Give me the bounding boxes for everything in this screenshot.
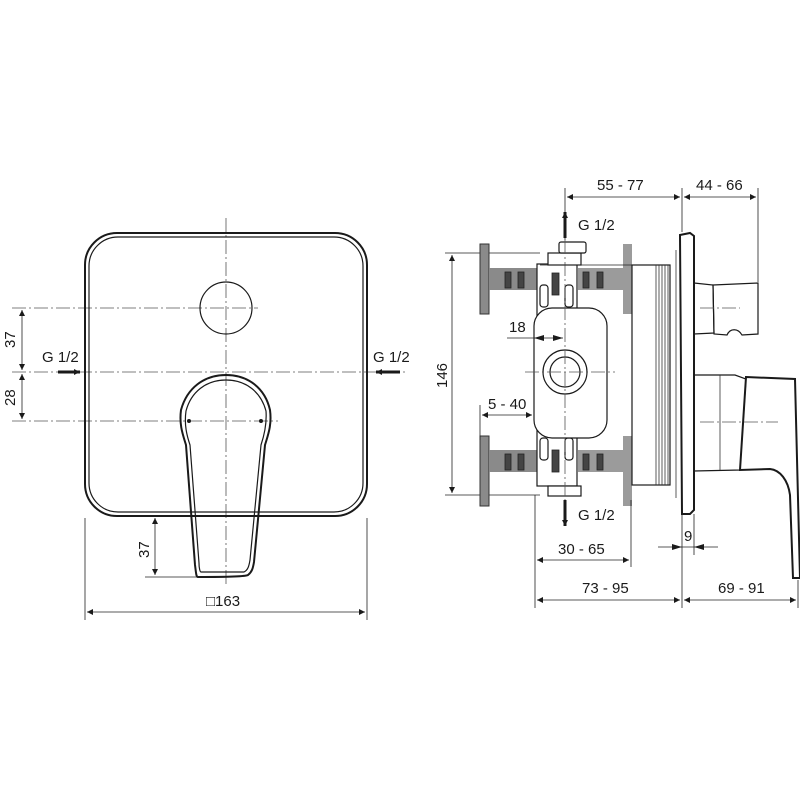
slot-window-top-mid <box>551 272 560 296</box>
slot-window-bottom-left <box>539 437 549 461</box>
dim-label-5-40: 5 - 40 <box>488 396 526 413</box>
front-view: 37 28 G 1/2 G 1/2 37 □163 <box>2 218 410 620</box>
slot-6 <box>596 271 604 289</box>
dim-9-arrows <box>672 544 704 550</box>
stop-valve-stem-bottom-left <box>489 450 537 472</box>
inlet-left-label: G 1/2 <box>42 349 79 366</box>
dim-label-30-65: 30 - 65 <box>558 541 605 558</box>
cover-plate-inner-edge <box>88 236 364 513</box>
stop-valve-flange-top-right <box>623 244 632 314</box>
dim-label-9: 9 <box>684 528 692 545</box>
slot-1 <box>504 271 512 289</box>
dim-label-55-77: 55 - 77 <box>597 177 644 194</box>
slot-4 <box>517 453 525 471</box>
slot-2 <box>517 271 525 289</box>
side-view: 55 - 77 44 - 66 G 1/2 G 1/2 146 <box>434 177 800 608</box>
top-cap <box>558 241 587 254</box>
lever-handle-inner <box>184 379 267 573</box>
dim-label-146: 146 <box>434 363 451 388</box>
slot-7 <box>582 453 590 471</box>
dim-label-28: 28 <box>2 389 19 406</box>
dim-label-44-66: 44 - 66 <box>696 177 743 194</box>
diverter-knob <box>199 281 253 335</box>
dim-18-arrows <box>534 335 563 341</box>
threaded-sleeve <box>631 264 671 486</box>
cover-plate-side <box>678 231 695 515</box>
dim-label-37-upper: 37 <box>2 331 19 348</box>
slot-window-top-left <box>539 284 549 308</box>
diverter-spout <box>693 282 715 335</box>
lever-handle <box>179 373 272 579</box>
cartridge-housing <box>533 307 608 439</box>
pivot-dot-left <box>187 419 191 423</box>
lever-handle-side <box>738 375 800 579</box>
dim-label-69-91: 69 - 91 <box>718 580 765 597</box>
slot-5 <box>582 271 590 289</box>
stop-valve-stem-top-left <box>489 268 537 290</box>
stop-valve-flange-bottom-left <box>479 435 490 507</box>
dim-label-37-lower: 37 <box>136 541 153 558</box>
outlet-bottom-label: G 1/2 <box>578 507 615 524</box>
stop-valve-flange-top-left <box>479 243 490 315</box>
inlet-right-label: G 1/2 <box>373 349 410 366</box>
dim-label-73-95: 73 - 95 <box>582 580 629 597</box>
bottom-nut <box>547 485 582 497</box>
slot-8 <box>596 453 604 471</box>
outlet-top-label: G 1/2 <box>578 217 615 234</box>
pivot-dot-right <box>259 419 263 423</box>
cover-plate <box>84 232 368 517</box>
diverter-spout-head <box>712 282 759 336</box>
slot-window-bottom-mid <box>551 449 560 473</box>
dim-label-18: 18 <box>509 319 526 336</box>
slot-window-top-right <box>564 284 574 308</box>
slot-3 <box>504 453 512 471</box>
stop-valve-flange-bottom-right <box>623 436 632 506</box>
top-nut <box>547 252 582 266</box>
slot-window-bottom-right <box>564 437 574 461</box>
sleeve-threads <box>655 265 669 485</box>
dim-label-163: □163 <box>206 593 240 610</box>
